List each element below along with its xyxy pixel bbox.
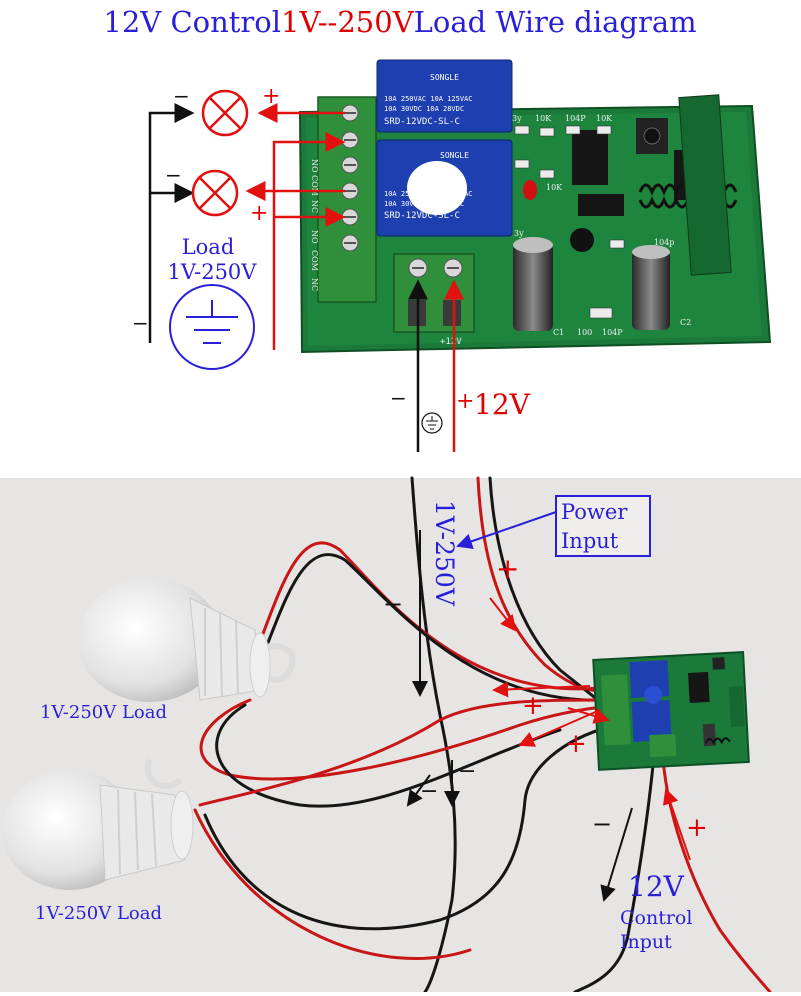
comp-label-c2: C2 xyxy=(680,318,691,327)
photo-relay-board xyxy=(592,651,750,771)
upper-lamp-plus: + xyxy=(262,84,280,109)
terminal-label-no-1: NO xyxy=(310,159,319,173)
upper-lamp-minus: − xyxy=(173,84,190,108)
wiring-photo: 1V-250V Load 1V-250V Load 1V-250V Power … xyxy=(0,476,801,994)
comp-label-3y: 3y xyxy=(512,114,522,123)
terminal-label-nc-2: NC xyxy=(310,278,319,291)
comp-label-3y-b: 3y xyxy=(514,229,524,238)
capacitor-c2 xyxy=(632,245,670,330)
terminal-label-com-1: COM xyxy=(310,175,319,196)
photo-minus-2: − xyxy=(458,759,476,784)
comp-label-104p-a: 104P xyxy=(565,114,586,123)
power-minus: − xyxy=(390,386,407,410)
bulb-lower xyxy=(2,758,194,890)
terminal-label-no-2: NO xyxy=(310,230,319,244)
relay-2: SONGLE 10A 250VAC 10A 125VAC 10A 30VDC 1… xyxy=(376,139,513,237)
comp-label-100: 100 xyxy=(577,328,592,337)
relay-1-model: SRD-12VDC-SL-C xyxy=(384,117,460,127)
title-part-voltage: 1V--250V xyxy=(281,5,415,39)
relay-1: SONGLE 10A 250VAC 10A 125VAC 10A 30VDC 1… xyxy=(376,59,513,133)
relay-1-brand: SONGLE xyxy=(430,73,459,82)
photo-load-lower-label: 1V-250V Load xyxy=(35,903,162,924)
relay-1-spec-2: 10A 30VDC 10A 28VDC xyxy=(384,105,464,113)
comp-label-c1: C1 xyxy=(553,328,564,337)
control-input-line2: Input xyxy=(620,931,672,953)
load-terminal-block xyxy=(317,96,377,303)
control-input-line1: Control xyxy=(620,907,692,929)
lamp-lower xyxy=(191,169,239,217)
ground-symbol-power xyxy=(421,412,443,434)
comp-label-104p-b: 104p xyxy=(654,238,674,247)
capacitor-c1 xyxy=(513,237,553,331)
photo-plus-4: + xyxy=(686,813,708,843)
photo-plus-3: + xyxy=(565,729,587,759)
lower-lamp-plus: + xyxy=(250,201,268,226)
diagram-title: 12V Control1V--250VLoad Wire diagram xyxy=(103,5,696,39)
photo-minus-4: − xyxy=(592,810,612,838)
ground-minus: − xyxy=(132,311,149,335)
relay-board: NO COM NC NO COM NC SONGLE 10A 250VAC 10… xyxy=(298,59,772,354)
photo-plus-2: + xyxy=(522,691,544,721)
lower-lamp-minus: − xyxy=(165,163,182,187)
comp-label-104p-c: 104P xyxy=(602,328,623,337)
power-plus: + xyxy=(456,389,474,414)
photo-minus-3: − xyxy=(420,779,438,804)
relay-2-label-sticker xyxy=(407,161,467,215)
comp-label-10k-b: 10K xyxy=(596,114,613,123)
title-part-control: 12V Control xyxy=(103,5,281,39)
relay-2-model: SRD-12VDC-SL-C xyxy=(384,211,460,221)
lamp-upper xyxy=(201,89,249,137)
power-input-box: Power Input xyxy=(555,495,651,557)
power-input-line2: Input xyxy=(561,529,619,553)
comp-label-10k-a: 10K xyxy=(535,114,552,123)
power-input-line1: Power xyxy=(561,500,628,524)
control-voltage-label: 12V xyxy=(628,870,685,903)
photo-load-upper-label: 1V-250V Load xyxy=(40,702,167,723)
status-led xyxy=(523,180,537,200)
board-plus12v-label: +12V xyxy=(440,337,462,347)
load-label-line2: 1V-250V xyxy=(168,260,258,284)
relay-1-spec-1: 10A 250VAC 10A 125VAC xyxy=(384,95,473,103)
top-wiring: − + − + Load 1V-250V − − + 12V xyxy=(132,84,531,452)
photo-plus-1: + xyxy=(496,552,519,585)
pin-header xyxy=(578,194,624,216)
load-label-line1: Load xyxy=(182,235,235,259)
bulb-upper xyxy=(78,578,296,702)
relay-2-brand: SONGLE xyxy=(440,151,469,160)
ic-chip-1 xyxy=(572,130,608,185)
terminal-label-com-2: COM xyxy=(310,250,319,271)
rf-module xyxy=(678,94,732,276)
photo-minus-1: − xyxy=(383,590,403,618)
title-part-load: Load Wire diagram xyxy=(414,5,697,39)
power-12v-label: 12V xyxy=(474,388,531,421)
comp-label-10k-c: 10K xyxy=(546,183,563,192)
transistor xyxy=(570,228,594,252)
terminal-label-nc-1: NC xyxy=(310,200,319,213)
ground-symbol-load xyxy=(169,284,255,370)
photo-voltage-label: 1V-250V xyxy=(430,500,459,607)
